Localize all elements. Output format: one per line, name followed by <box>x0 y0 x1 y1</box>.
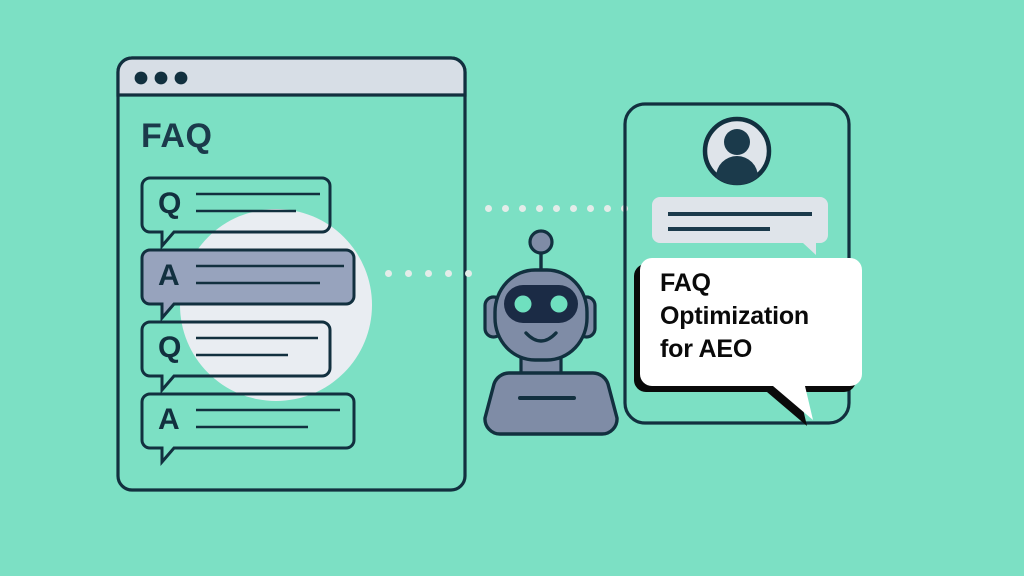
bubble-outline <box>140 176 332 251</box>
window-dot-minimize-icon[interactable] <box>154 71 168 85</box>
user-avatar-icon <box>702 116 772 186</box>
browser-window: FAQ Q A Q A <box>116 56 472 492</box>
callout-shape <box>640 258 862 420</box>
robot-eye-left-icon <box>514 295 532 313</box>
faq-item-label: A <box>158 403 180 436</box>
faq-item-label: Q <box>158 187 181 220</box>
bubble-outline <box>140 392 356 467</box>
faq-item-q2[interactable]: Q <box>140 320 332 395</box>
window-dot-close-icon[interactable] <box>134 71 148 85</box>
page-title: FAQ <box>141 117 212 155</box>
robot-smile-icon <box>524 331 558 343</box>
window-dot-maximize-icon[interactable] <box>174 71 188 85</box>
robot-eye-right-icon <box>550 295 568 313</box>
answer-engine-result-panel: FAQ Optimization for AEO <box>623 102 862 426</box>
faq-item-a2[interactable]: A <box>140 392 356 467</box>
callout-line-1: FAQ <box>660 269 711 297</box>
faq-item-label: Q <box>158 331 181 364</box>
browser-titlebar <box>116 56 467 97</box>
ai-assistant-robot <box>483 229 619 436</box>
faq-item-q1[interactable]: Q <box>140 176 332 251</box>
connector-dots-to-panel <box>485 205 628 212</box>
robot-visor <box>504 285 578 323</box>
result-bubble-shape <box>652 197 828 255</box>
result-bubble <box>652 197 828 255</box>
faq-item-a1[interactable]: A <box>140 248 356 323</box>
callout-line-3: for AEO <box>660 335 752 363</box>
connector-dots-inside-window <box>385 270 472 277</box>
faq-item-label: A <box>158 259 180 292</box>
callout-line-2: Optimization <box>660 302 809 330</box>
callout-bubble: FAQ Optimization for AEO <box>634 258 862 426</box>
bubble-outline <box>140 320 332 395</box>
robot-antenna-ball-icon <box>528 229 554 255</box>
robot-body <box>483 371 619 436</box>
